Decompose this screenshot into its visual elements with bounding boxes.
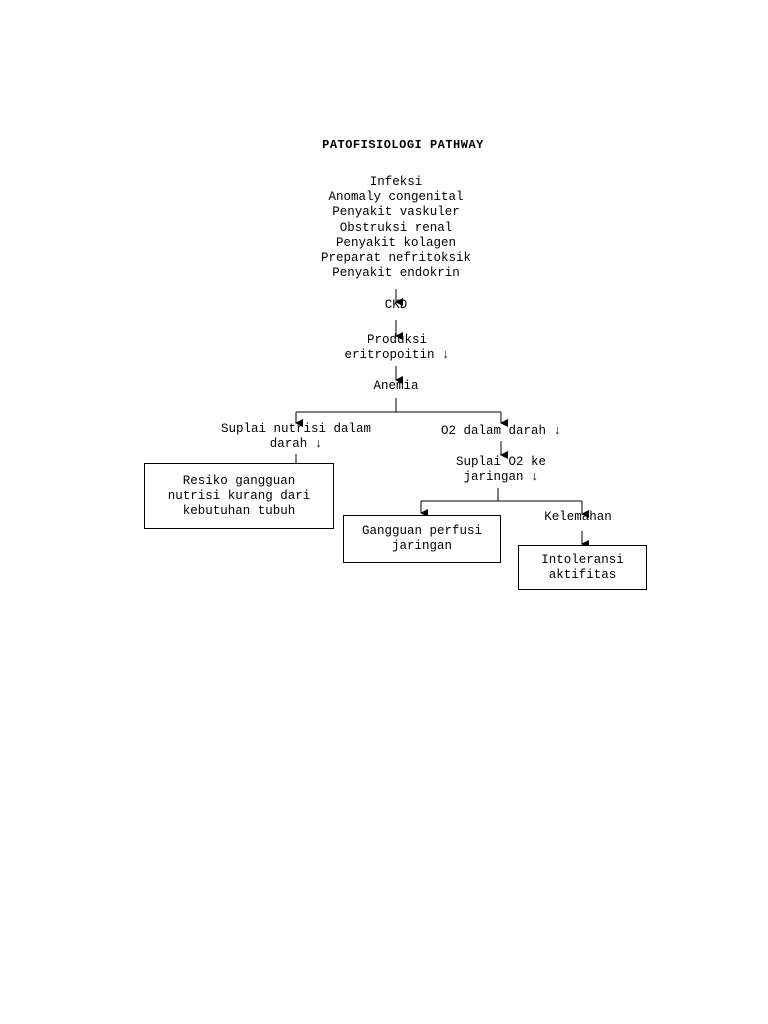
node-o2-dalam-darah: O2 dalam darah ↓: [440, 424, 562, 438]
causes-list: Infeksi Anomaly congenital Penyakit vask…: [276, 175, 516, 281]
node-suplai-nutrisi: Suplai nutrisi dalam darah ↓: [220, 422, 372, 451]
node-kelemahan: Kelemahan: [544, 510, 612, 524]
node-produksi-eritropoitin: Produksi eritropoitin ↓: [344, 333, 450, 362]
node-suplai-o2: Suplai O2 ke jaringan ↓: [455, 455, 546, 484]
cause-item: Obstruksi renal: [339, 220, 453, 235]
node-anemia: Anemia: [373, 379, 419, 393]
box-intoleransi-aktifitas: Intoleransi aktifitas: [518, 545, 647, 590]
cause-item: Penyakit vaskuler: [332, 205, 460, 220]
cause-item: Penyakit endokrin: [332, 266, 460, 281]
cause-item: Anomaly congenital: [328, 190, 464, 205]
node-ckd: CKD: [384, 298, 408, 312]
cause-item: Infeksi: [369, 175, 423, 189]
cause-item: Penyakit kolagen: [335, 235, 457, 250]
box-resiko-nutrisi: Resiko gangguan nutrisi kurang dari kebu…: [144, 463, 334, 529]
cause-item: Preparat nefritoksik: [320, 251, 472, 266]
diagram-title: PATOFISIOLOGI PATHWAY: [322, 138, 484, 152]
box-gangguan-perfusi: Gangguan perfusi jaringan: [343, 515, 501, 563]
